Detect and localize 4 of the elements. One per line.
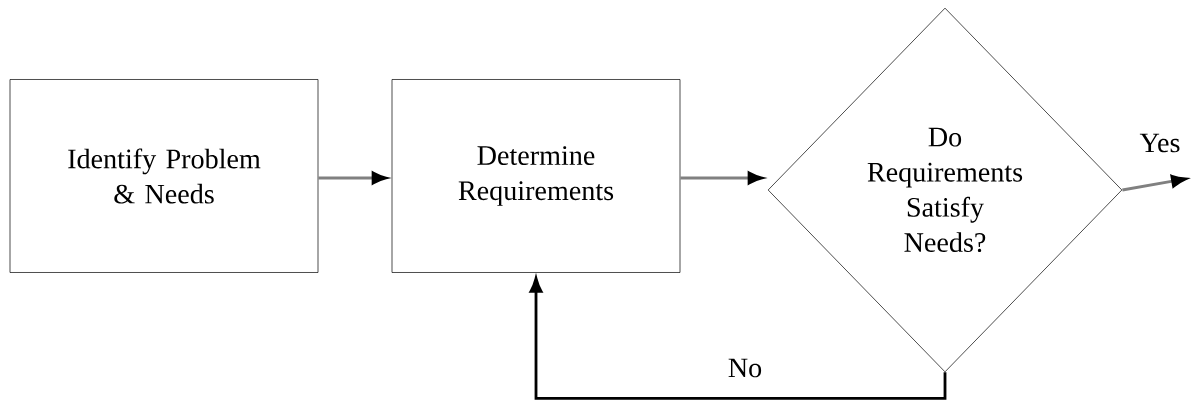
process-box: Identify Problem & Needs [9,79,319,273]
edge-label: No [728,358,762,378]
process-box: Determine Requirements [391,79,681,273]
edge-label: Yes [1139,133,1180,153]
